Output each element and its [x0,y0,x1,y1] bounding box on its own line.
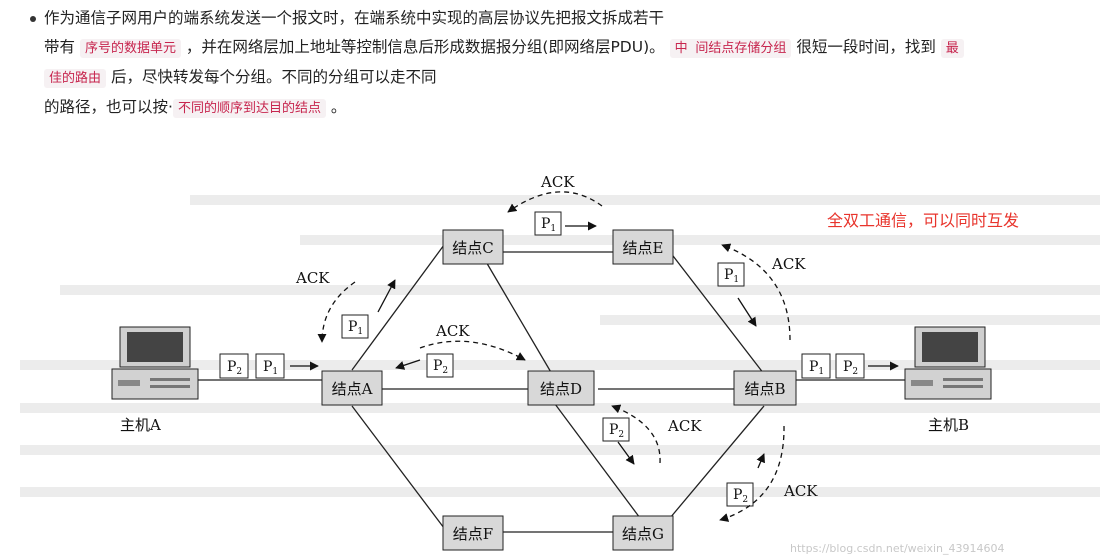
packet-p1-hostA: P1 [255,353,285,379]
text-span: 很短一段时间，找到 [796,38,936,56]
code-highlight-seq: 序号的数据单元 [79,39,181,58]
text-span: ，并在网络层加上地址等控制信息后形成数据报分组(即网络层PDU)。 [185,38,665,56]
scan-texture [20,195,1100,497]
packet-sub: 1 [357,327,363,337]
packet-p1-e-b: P1 [717,262,745,287]
svg-text:P1: P1 [348,319,363,337]
packet-sub: 1 [733,275,739,285]
node-g-label: 结点G [622,525,664,543]
packet-p2-hostA: P2 [219,353,249,379]
computer-icon [904,326,992,400]
datagram-diagram: 结点C 结点E 结点A 结点D 结点B 结点F 结点G [0,140,1105,555]
packet-sub: 2 [442,366,448,376]
node-c-label: 结点C [452,239,493,257]
ack-label: ACK [667,417,702,435]
packet-letter: P [348,319,357,335]
ack-label: ACK [783,482,818,500]
node-d-label: 结点D [540,380,582,398]
svg-text:P2: P2 [843,359,858,377]
svg-text:P2: P2 [733,487,748,505]
packet-letter: P [609,422,618,438]
packet-p2-d-a: P2 [426,353,454,378]
node-c: 结点C [442,229,504,265]
text-span: 作为通信子网用户的端系统发送一个报文时，在端系统中实现的高层协议先把报文拆成若干 [44,9,665,27]
packet-letter: P [809,359,818,375]
node-d: 结点D [527,370,595,406]
packet-letter: P [263,359,272,375]
para-line-3: 佳的路由 后，尽快转发每个分组。不同的分组可以走不同 [44,63,1094,93]
ack-arrow-icon [719,425,785,522]
description-text: 作为通信子网用户的端系统发送一个报文时，在端系统中实现的高层协议先把报文拆成若干… [24,4,1094,123]
arrow-icon [756,453,765,469]
bullet-paragraph: 作为通信子网用户的端系统发送一个报文时，在端系统中实现的高层协议先把报文拆成若干… [24,4,1094,123]
code-highlight-order: 不同的顺序到达目的结点 [172,99,326,118]
host-a-label: 主机A [120,416,161,434]
packet-p1-a-c: P1 [341,314,369,339]
packet-letter: P [733,487,742,503]
ack-arrow-icon [507,191,603,213]
svg-text:P2: P2 [433,358,448,376]
svg-text:P2: P2 [227,359,242,377]
packet-sub: 1 [550,224,556,234]
node-f: 结点F [442,515,504,551]
arrow-icon [395,359,421,370]
packet-letter: P [541,216,550,232]
ack-arrow-icon [419,340,526,361]
node-b: 结点B [733,370,797,406]
ack-label: ACK [540,173,575,191]
ack-label: ACK [435,322,470,340]
packet-letter: P [433,358,442,374]
text-span: 后，尽快转发每个分组。不同的分组可以走不同 [110,68,437,86]
arrow-icon [377,279,396,313]
watermark: https://blog.csdn.net/weixin_43914604 [790,542,1005,555]
packet-p1-hostB: P1 [801,353,831,379]
packet-p2-g-b: P2 [726,482,754,507]
svg-text:P2: P2 [609,422,624,440]
packet-sub: 1 [272,367,278,377]
network-diagram-svg: 结点C 结点E 结点A 结点D 结点B 结点F 结点G [20,173,1100,555]
para-line-4: 的路径，也可以按·不同的顺序到达目的结点 。 [44,93,1094,123]
packet-p2-d-g: P2 [602,417,630,442]
node-a: 结点A [321,370,383,406]
host-b-label: 主机B [928,416,969,434]
packet-sub: 2 [618,430,624,440]
code-highlight-best-b: 佳的路由 [44,69,107,88]
packet-sub: 2 [236,367,242,377]
packet-letter: P [724,267,733,283]
bullet [30,16,36,22]
node-f-label: 结点F [453,525,493,543]
text-span: 。 [330,98,347,116]
svg-text:P1: P1 [541,216,556,234]
packet-letter: P [227,359,236,375]
code-highlight-store: 中 间结点存储分组 [669,39,792,58]
para-line-2: 带有 序号的数据单元 ，并在网络层加上地址等控制信息后形成数据报分组(即网络层P… [44,33,1094,63]
packet-p2-hostB: P2 [835,353,865,379]
ack-arrow-icon [721,243,791,341]
node-a-label: 结点A [332,380,373,398]
ack-label: ACK [771,255,806,273]
text-span: 带有 [44,38,76,56]
links [190,244,905,533]
packet-sub: 2 [852,367,858,377]
packet-sub: 1 [818,367,824,377]
node-e: 结点E [612,229,674,265]
svg-text:P1: P1 [263,359,278,377]
ack-label: ACK [295,269,330,287]
svg-text:P1: P1 [724,267,739,285]
full-duplex-note: 全双工通信，可以同时互发 [827,211,1019,230]
ack-arrow-icon [317,281,356,343]
node-b-label: 结点B [744,380,785,398]
arrow-icon [617,441,635,465]
packet-sub: 2 [742,495,748,505]
text-span: 的路径，也可以按· [44,98,173,116]
node-e-label: 结点E [623,239,664,257]
arrow-icon [737,297,757,327]
node-g: 结点G [612,515,674,551]
para-line-1: 作为通信子网用户的端系统发送一个报文时，在端系统中实现的高层协议先把报文拆成若干 [44,4,1094,33]
svg-text:P1: P1 [809,359,824,377]
code-highlight-best-a: 最 [940,39,964,58]
computer-icon [111,326,199,400]
packet-p1-c-e: P1 [534,211,562,236]
packet-letter: P [843,359,852,375]
